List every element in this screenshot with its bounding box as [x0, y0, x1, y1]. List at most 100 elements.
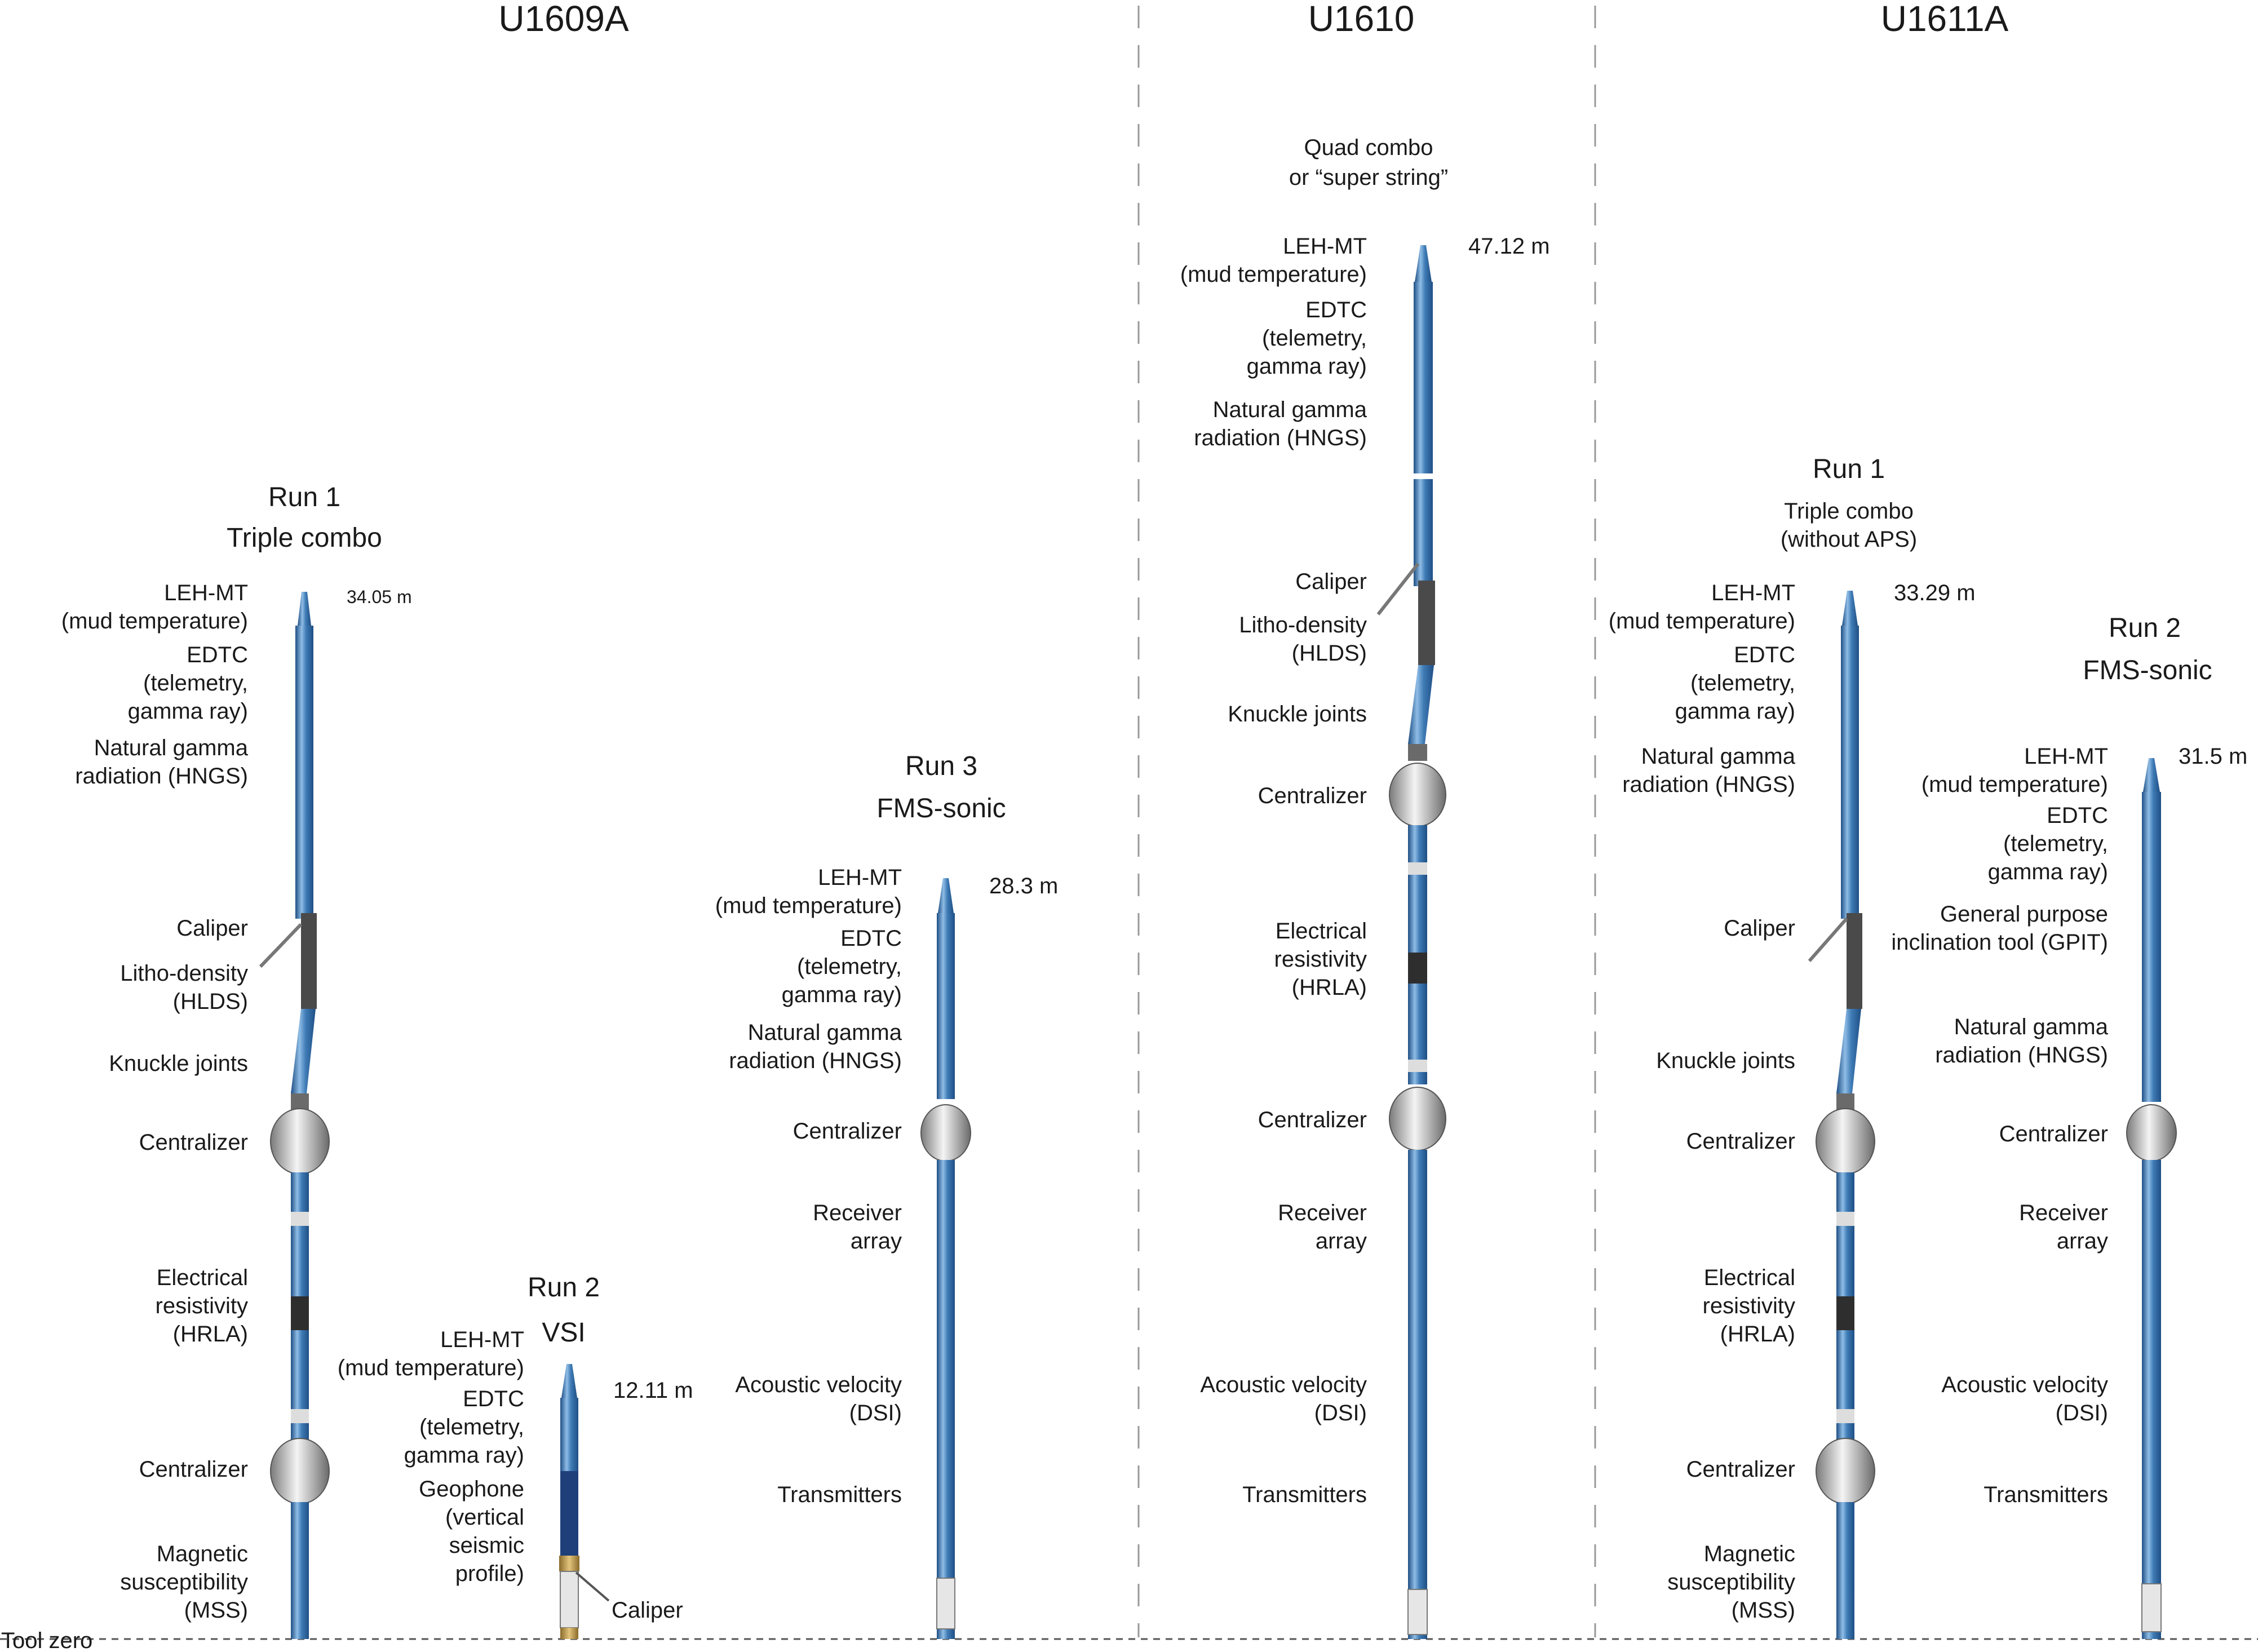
component-label-line: Electrical	[1276, 919, 1367, 944]
tool-segment	[560, 1398, 578, 1471]
component-label-line: EDTC	[840, 926, 902, 951]
tool-segment	[1841, 626, 1859, 919]
tool-length: 34.05 m	[347, 587, 412, 607]
tool-segment	[1408, 1060, 1427, 1072]
component-label: Centralizer	[793, 1119, 902, 1144]
component-label-line: Litho-density	[1239, 613, 1367, 637]
component-label-line: EDTC	[187, 643, 248, 667]
component-label-line: Centralizer	[139, 1457, 248, 1482]
tool-length: 31.5 m	[2179, 744, 2247, 769]
tool-segment	[1389, 763, 1446, 827]
tool-segment	[560, 1628, 578, 1639]
component-label-line: (MSS)	[184, 1598, 248, 1623]
component-label-line: Electrical	[1704, 1265, 1795, 1290]
component-label-line: Magnetic	[1704, 1542, 1795, 1566]
u1611a-run1: Run 1 Triple combo (without APS) 33.29 m…	[1609, 454, 1976, 1639]
component-labels: LEH-MT(mud temperature) EDTC(telemetry,g…	[61, 581, 249, 1623]
component-label-line: seismic	[449, 1533, 524, 1558]
component-label-line: (HLDS)	[173, 989, 248, 1014]
component-label: Acoustic velocity(DSI)	[735, 1372, 902, 1425]
component-label: Centralizer	[1258, 783, 1367, 808]
component-label: Transmitters	[1984, 1482, 2108, 1507]
component-label-line: Knuckle joints	[109, 1051, 248, 1076]
component-label-line: EDTC	[1734, 643, 1795, 667]
tool-segment	[2141, 1583, 2162, 1632]
tool-segment	[301, 913, 317, 1009]
tool-segment	[2142, 1160, 2161, 1639]
tool-segment	[291, 1409, 309, 1423]
tool-string	[1808, 591, 1875, 1639]
component-label-line: Caliper	[176, 916, 248, 941]
tool-segment	[291, 1502, 309, 1639]
tool-segment	[1836, 1093, 1854, 1110]
tool-segment	[1389, 1087, 1446, 1151]
component-label-line: Natural gamma	[1641, 744, 1796, 769]
component-label: LEH-MT(mud temperature)	[1180, 234, 1367, 287]
component-label-line: radiation (HNGS)	[1194, 426, 1367, 450]
tool-segment	[2143, 758, 2160, 792]
component-label: LEH-MT(mud temperature)	[1921, 744, 2108, 797]
tool-segment	[1418, 581, 1435, 665]
component-label-line: Caliper	[1724, 916, 1795, 941]
tool-segment	[259, 923, 303, 968]
component-label: LEH-MT(mud temperature)	[1609, 581, 1795, 634]
component-label: EDTC(telemetry,gamma ray)	[128, 643, 248, 724]
component-label-line: Knuckle joints	[1656, 1048, 1795, 1073]
component-labels: LEH-MT(mud temperature) EDTC(telemetry,g…	[1180, 234, 1367, 1507]
tool-segment	[560, 1571, 579, 1628]
component-label-line: array	[1316, 1229, 1367, 1254]
tool-segment	[1836, 1502, 1854, 1639]
tool-segment	[1408, 665, 1434, 744]
run-title: Run 2	[528, 1273, 600, 1303]
component-label-line: (telemetry,	[419, 1415, 524, 1440]
tool-segment	[270, 1438, 330, 1504]
component-label-line: (DSI)	[2056, 1401, 2108, 1425]
run-subtitle: Triple combo	[1784, 499, 1914, 524]
component-label-line: Natural gamma	[94, 736, 249, 760]
tool-segment	[560, 1471, 578, 1556]
tool-segment	[1836, 1296, 1854, 1330]
component-label: Acoustic velocity(DSI)	[1200, 1372, 1367, 1425]
component-label-line: resistivity	[1274, 947, 1367, 972]
component-label-line: (telemetry,	[1262, 326, 1367, 351]
tool-segment	[1836, 1212, 1854, 1226]
component-label-line: susceptibility	[120, 1570, 248, 1595]
run-subtitle: Triple combo	[227, 523, 382, 553]
component-label-line: gamma ray)	[1675, 699, 1795, 724]
run-subtitle: or “super string”	[1289, 165, 1448, 190]
tool-segment	[1836, 1009, 1861, 1093]
component-label-line: gamma ray)	[128, 699, 248, 724]
component-label-line: Natural gamma	[1213, 397, 1367, 422]
tool-length: 47.12 m	[1468, 234, 1550, 259]
component-label-line: array	[851, 1229, 902, 1254]
component-label-line: Transmitters	[777, 1482, 902, 1507]
tool-string	[259, 592, 330, 1639]
component-label-line: (telemetry,	[1690, 671, 1795, 696]
run-subtitle-2: (without APS)	[1781, 527, 1917, 552]
component-label: EDTC (telemetry, gamma ray)	[782, 926, 902, 1007]
tool-segment	[1408, 862, 1427, 875]
component-label-line: gamma ray)	[782, 982, 902, 1007]
component-label-line: General purpose	[1940, 902, 2108, 927]
component-label-line: (DSI)	[849, 1401, 902, 1425]
component-label-line: EDTC	[463, 1387, 524, 1411]
component-labels: LEH-MT(mud temperature) EDTC(telemetry,g…	[338, 1327, 524, 1586]
component-label-line: (telemetry,	[797, 954, 902, 979]
component-label-line: Magnetic	[157, 1542, 248, 1566]
component-label-line: array	[2057, 1229, 2108, 1254]
component-label: Caliper	[1295, 569, 1367, 594]
component-label-line: LEH-MT	[818, 865, 902, 890]
component-label: LEH-MT(mud temperature)	[715, 865, 902, 918]
component-label-line: Transmitters	[1984, 1482, 2108, 1507]
component-label: EDTC (telemetry, gamma ray)	[1675, 643, 1795, 724]
site-title-u1610: U1610	[1308, 0, 1415, 39]
component-label-line: (mud temperature)	[1921, 772, 2108, 797]
component-label-line: (HRLA)	[1720, 1322, 1795, 1347]
tool-segment	[937, 1160, 955, 1639]
component-label-line: radiation (HNGS)	[729, 1048, 902, 1073]
component-label-line: (telemetry,	[2003, 831, 2108, 856]
component-label-line: profile)	[455, 1561, 524, 1586]
